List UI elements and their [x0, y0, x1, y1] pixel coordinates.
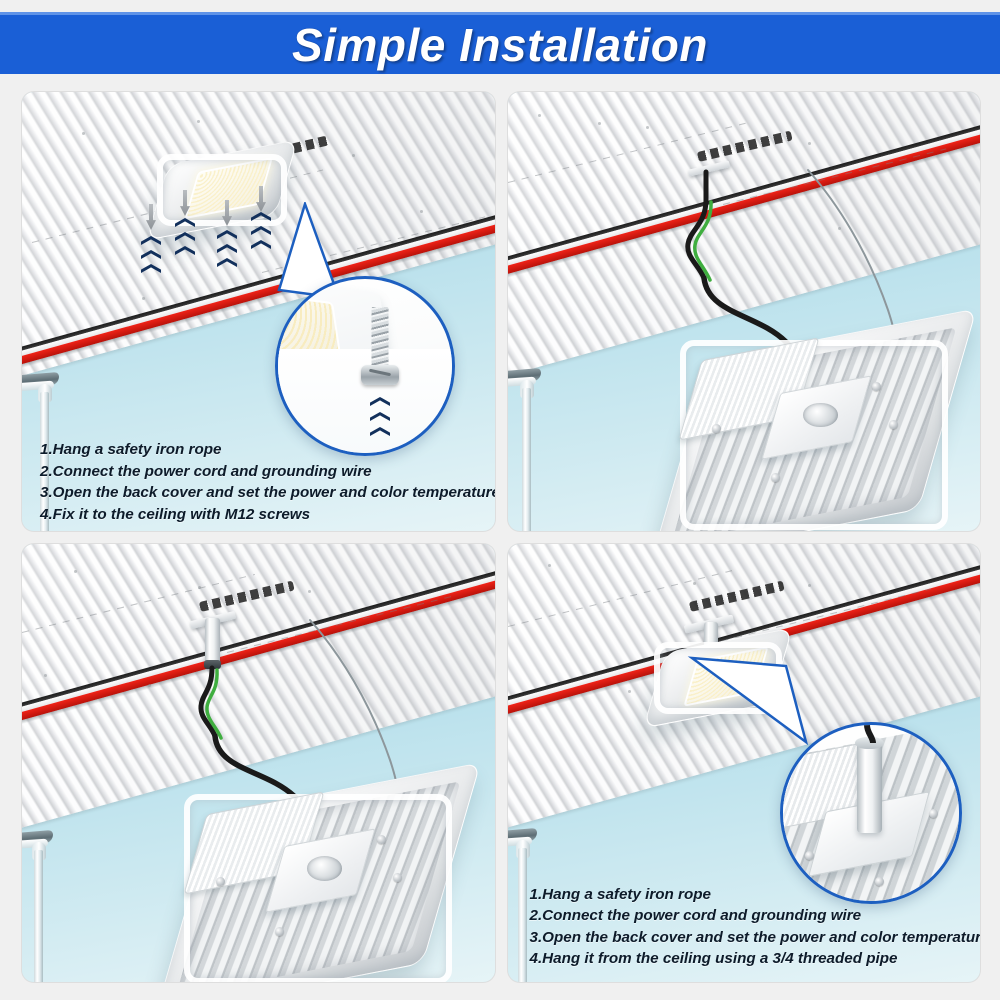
ceiling-speck [807, 583, 811, 587]
instruction-step: 2.Connect the power cord and grounding w… [40, 462, 372, 480]
ceiling-speck [82, 132, 85, 135]
ceiling-speck [197, 120, 200, 123]
fixture-screw [770, 473, 780, 482]
grounding-wire-green [692, 200, 713, 282]
fixture-screw [888, 419, 898, 429]
power-cord-black [198, 665, 218, 738]
ceiling-speck [44, 673, 47, 677]
fixture-screw [376, 835, 386, 845]
panel-pipe-mount-detail: 1.Hang a safety iron rope 2.Connect the … [507, 543, 981, 983]
grounding-wire-green [205, 667, 223, 740]
header-banner: Simple Installation [0, 12, 1000, 74]
chevron-up-icon [141, 264, 161, 273]
ceiling-speck [308, 589, 311, 593]
fixture-screw [711, 423, 721, 433]
chevron-up-icon [251, 212, 271, 221]
instruction-step: 3.Open the back cover and set the power … [40, 484, 495, 501]
ceiling-speck [537, 114, 541, 117]
callout-pointer-outline [687, 655, 808, 745]
ceiling-speck [148, 683, 151, 687]
chevron-up-icon [141, 236, 161, 245]
ceiling-speck [597, 122, 601, 125]
ceiling-speck [627, 689, 631, 693]
install-arrow-2 [174, 190, 196, 276]
led-fixture-hung [650, 308, 977, 531]
magnifier-callout-screw [275, 202, 455, 456]
callout-lens [779, 721, 962, 904]
cable-gland [307, 856, 343, 881]
page-title: Simple Installation [292, 18, 708, 71]
zoom-screw [804, 850, 814, 860]
ceiling-speck [837, 227, 841, 230]
zoom-cord-svg [863, 724, 876, 743]
ceiling-assembly [22, 543, 495, 983]
zoom-screw [874, 876, 884, 886]
power-cord-black [684, 197, 708, 281]
ceiling-speck [198, 585, 201, 589]
threaded-pipe [205, 617, 220, 664]
zoom-screw [928, 808, 938, 818]
panel-cable-hung [507, 92, 980, 531]
ceiling-speck [645, 126, 649, 129]
install-arrow-1 [140, 204, 162, 290]
arrow-down-icon [256, 186, 266, 212]
instruction-list: 1.Hang a safety iron rope 2.Connect the … [40, 439, 495, 525]
chevron-up-icon [175, 218, 195, 227]
magnifier-callout-pipe-mount [687, 655, 962, 904]
instruction-step: 4.Hang it from the ceiling using a 3/4 t… [529, 950, 898, 967]
fixture-rim [157, 154, 287, 226]
screw-shaft [371, 307, 389, 371]
panel-grid: 1.Hang a safety iron rope 2.Connect the … [22, 92, 980, 982]
ceiling-speck [420, 210, 423, 213]
instruction-step: 3.Open the back cover and set the power … [529, 928, 981, 946]
zoom-pipe-collar [854, 736, 884, 749]
fixture-screw [216, 877, 226, 887]
instruction-step: 1.Hang a safety iron rope [40, 441, 222, 458]
ceiling-assembly [22, 92, 495, 531]
instruction-step: 1.Hang a safety iron rope [529, 885, 711, 903]
zoom-screw-icon [360, 307, 400, 397]
led-fixture-hung [154, 761, 482, 982]
ceiling-assembly [507, 92, 980, 531]
pipe-fitting [204, 659, 221, 669]
instruction-step: 4.Fix it to the ceiling with M12 screws [40, 505, 311, 523]
fixture-screw [393, 873, 403, 883]
panel-surface-mount: 1.Hang a safety iron rope 2.Connect the … [22, 92, 495, 531]
install-arrow-3 [216, 200, 238, 286]
chevron-up-icon [217, 230, 237, 239]
ceiling-assembly [507, 543, 980, 983]
callout-lens [275, 276, 455, 456]
led-fixture-flush [145, 139, 299, 241]
fixture-screw [275, 926, 285, 936]
chevron-up-icon [217, 258, 237, 267]
arrow-down-icon [146, 204, 156, 230]
arrow-down-icon [222, 200, 232, 226]
ceiling-speck [692, 581, 696, 585]
ceiling-speck [142, 297, 145, 300]
chevron-up-icon [251, 240, 271, 249]
arrow-down-icon [180, 190, 190, 216]
panel-pipe-hung [22, 543, 495, 983]
screw-head [361, 365, 399, 385]
ceiling-speck [352, 154, 355, 157]
chevron-up-icon [217, 244, 237, 253]
ceiling-speck [807, 142, 811, 145]
instruction-list: 1.Hang a safety iron rope 2.Connect the … [530, 884, 981, 970]
chevron-up-icon [175, 232, 195, 241]
instruction-step: 2.Connect the power cord and grounding w… [529, 907, 862, 924]
chevron-up-icon [251, 226, 271, 235]
zoom-threaded-pipe [856, 740, 882, 833]
ceiling-speck [74, 569, 77, 573]
ceiling-speck [547, 563, 551, 567]
fixture-screw [872, 381, 882, 391]
chevron-up-icon [175, 246, 195, 255]
install-arrow-4 [250, 186, 272, 272]
chevron-up-icon [141, 250, 161, 259]
cable-gland [802, 402, 838, 428]
